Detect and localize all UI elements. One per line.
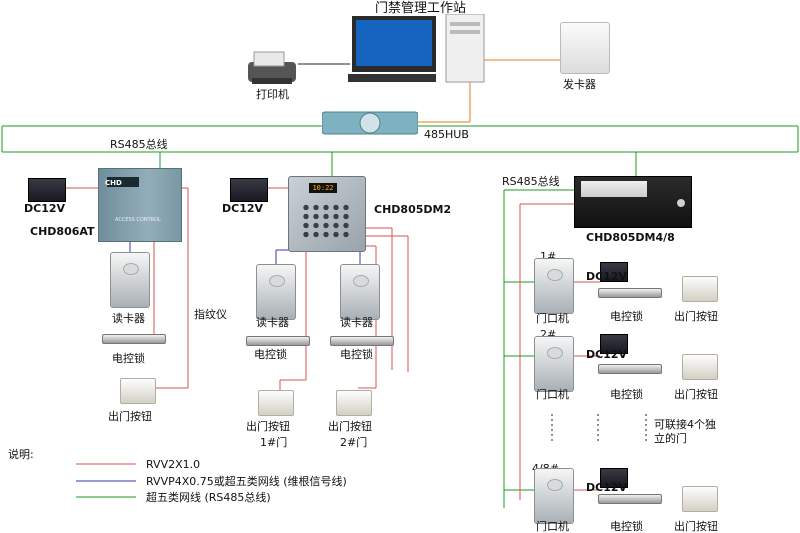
door-exit-label-2: 出门按钮 (674, 388, 718, 401)
expand-note-line2: 立的门 (654, 432, 687, 445)
exit-label-3: 出门按钮 (328, 420, 372, 433)
computer-icon (348, 14, 485, 83)
door-unit-1 (534, 258, 574, 314)
chd805dm2-label: CHD805DM2 (374, 203, 452, 216)
door-exit-2 (682, 354, 718, 380)
key-lock-icon (677, 199, 685, 207)
exit-label-1: 出门按钮 (108, 410, 152, 423)
printer-label: 打印机 (256, 88, 289, 101)
legend-item-blue: RVVP4X0.75或超五类网线 (维根信号线) (146, 475, 347, 488)
chd805dm48-label: CHD805DM4/8 (586, 231, 675, 244)
power-lines (62, 187, 600, 500)
card-reader-label-2: 读卡器 (256, 316, 289, 329)
power-supply-door-3 (600, 468, 628, 488)
lock-label-3: 电控锁 (340, 348, 373, 361)
chd806at-label: CHD806AT (30, 225, 95, 238)
controller-lcd: 10:22 (309, 183, 337, 193)
door-unit-label-1: 门口机 (536, 312, 569, 325)
controller-brand-text: ACCESS CONTROL (115, 217, 161, 223)
rs485-label-left: RS485总线 (110, 138, 168, 151)
power-supply-1 (28, 178, 66, 202)
door-exit-label-3: 出门按钮 (674, 520, 718, 533)
controller-chd806at: CHD ACCESS CONTROL (98, 168, 182, 242)
power-supply-door-1 (600, 262, 628, 282)
card-issuer-label: 发卡器 (563, 78, 596, 91)
exit-label-2: 出门按钮 (246, 420, 290, 433)
door-exit-3 (682, 486, 718, 512)
dc12v-label-1: DC12V (24, 202, 66, 215)
continuation-dots (551, 414, 647, 444)
legend-item-green: 超五类网线 (RS485总线) (146, 491, 271, 504)
door-lock-label-3: 电控锁 (610, 520, 643, 533)
door-lock-1 (598, 288, 662, 298)
keypad-icon (301, 203, 351, 239)
legend-item-red: RVV2X1.0 (146, 458, 201, 471)
door-lock-3 (598, 494, 662, 504)
door-unit-3 (534, 468, 574, 524)
legend-title: 说明: (8, 448, 34, 461)
controller-logo: CHD (105, 179, 122, 187)
expand-note-line1: 可联接4个独 (654, 418, 716, 431)
controller-screen (107, 177, 139, 187)
workstation-title: 门禁管理工作站 (375, 1, 467, 16)
controller-chd805dm2: 10:22 (288, 176, 366, 252)
card-reader-2 (256, 264, 296, 320)
lock-label-1: 电控锁 (112, 352, 145, 365)
door-unit-label-3: 门口机 (536, 520, 569, 533)
exit-button-2 (258, 390, 294, 416)
door-label-1: 1#门 (260, 436, 288, 449)
printer-icon (248, 51, 296, 84)
power-supply-door-2 (600, 334, 628, 354)
door-lock-label-1: 电控锁 (610, 310, 643, 323)
door-dc-3: DC12V (586, 481, 628, 494)
door-exit-1 (682, 276, 718, 302)
exit-button-1 (120, 378, 156, 404)
power-supply-2 (230, 178, 268, 202)
lock-label-2: 电控锁 (254, 348, 287, 361)
electric-lock-2 (246, 336, 310, 346)
card-reader-3 (340, 264, 380, 320)
hub-label: 485HUB (424, 128, 469, 141)
door-dc-1: DC12V (586, 270, 628, 283)
card-reader-label-1: 读卡器 (112, 312, 145, 325)
door-label-2: 2#门 (340, 436, 368, 449)
door-exit-label-1: 出门按钮 (674, 310, 718, 323)
door-lock-label-2: 电控锁 (610, 388, 643, 401)
dc12v-label-2: DC12V (222, 202, 264, 215)
fingerprint-label: 指纹仪 (194, 308, 227, 321)
rs485-label-right: RS485总线 (502, 175, 560, 188)
door-unit-label-2: 门口机 (536, 388, 569, 401)
door-unit-2 (534, 336, 574, 392)
door-lock-2 (598, 364, 662, 374)
hub-icon (322, 111, 418, 135)
card-issuer-device (560, 22, 610, 74)
controller-header-panel (581, 181, 647, 197)
card-reader-label-3: 读卡器 (340, 316, 373, 329)
hub-link (418, 59, 560, 123)
door-dc-2: DC12V (586, 348, 628, 361)
controller-chd805dm48 (574, 176, 692, 228)
exit-button-3 (336, 390, 372, 416)
card-reader-1 (110, 252, 150, 308)
electric-lock-3 (330, 336, 394, 346)
electric-lock-1 (102, 334, 166, 344)
